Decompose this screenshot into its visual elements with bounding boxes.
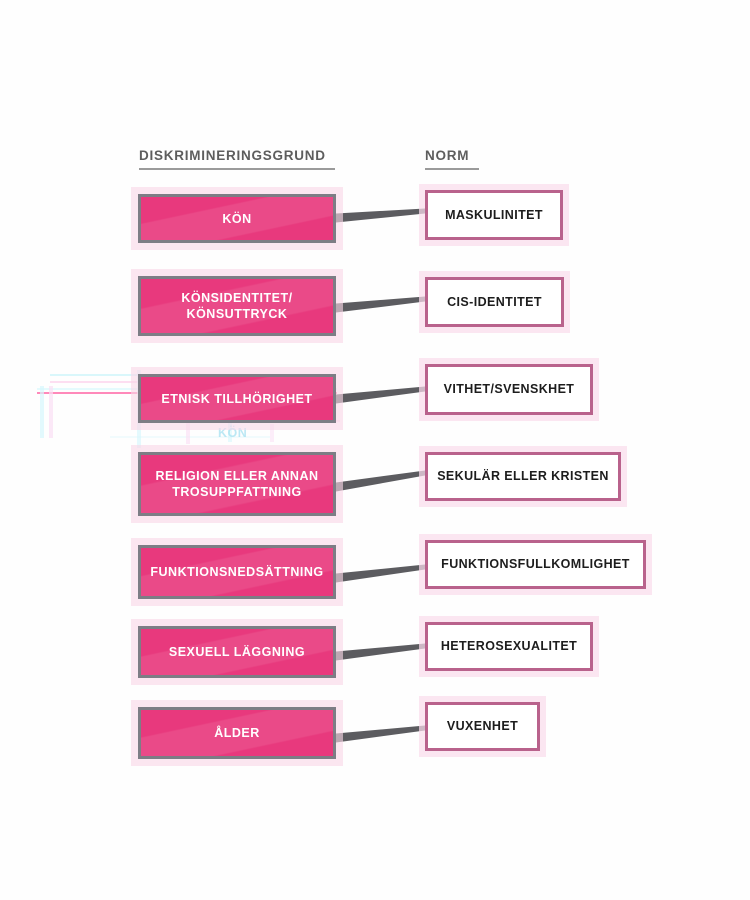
norm-box-label: SEKULÄR ELLER KRISTEN [437, 469, 609, 483]
norm-box-label: MASKULINITET [445, 207, 543, 222]
norm-box[interactable]: VUXENHET [425, 702, 540, 751]
column-header-diskrimineringsgrund-label: DISKRIMINERINGSGRUND [139, 148, 326, 163]
ghost-line-vertical [49, 386, 53, 438]
column-header-norm: NORM [425, 148, 479, 170]
connector-line [336, 564, 425, 583]
connector-line [336, 296, 425, 313]
grund-box[interactable]: FUNKTIONSNEDSÄTTNING [138, 545, 336, 599]
norm-box[interactable]: SEKULÄR ELLER KRISTEN [425, 452, 621, 501]
norm-box-label: FUNKTIONSFULLKOMLIGHET [441, 557, 630, 571]
connector-line [336, 643, 425, 661]
grund-box-label: FUNKTIONSNEDSÄTTNING [150, 565, 324, 579]
ghost-line-vertical [40, 386, 44, 438]
connector-line [336, 725, 425, 743]
column-header-norm-label: NORM [425, 148, 470, 163]
connector-line [336, 386, 425, 404]
grund-box[interactable]: SEXUELL LÄGGNING [138, 626, 336, 678]
connector-line [336, 208, 425, 223]
norm-box[interactable]: VITHET/SVENSKHET [425, 364, 593, 415]
column-header-diskrimineringsgrund: DISKRIMINERINGSGRUND [139, 148, 335, 170]
grund-box[interactable]: ÅLDER [138, 707, 336, 759]
norm-box-label: HETEROSEXUALITET [440, 639, 578, 653]
grund-box[interactable]: KÖN [138, 194, 336, 243]
grund-box[interactable]: KÖNSIDENTITET/KÖNSUTTRYCK [138, 276, 336, 336]
ghost-line-vertical [270, 424, 274, 442]
ghost-line-horizontal [110, 436, 270, 438]
connector-line [336, 470, 425, 492]
ghost-line-vertical [228, 420, 232, 442]
column-header-diskrimineringsgrund-underline [139, 168, 335, 170]
grund-box-label: SEXUELL LÄGGNING [168, 645, 306, 659]
grund-box-label: ETNISK TILLHÖRIGHET [161, 391, 313, 406]
grund-box-label: KÖN [222, 211, 252, 226]
norm-box[interactable]: CIS-IDENTITET [425, 277, 564, 327]
grund-box[interactable]: ETNISK TILLHÖRIGHET [138, 374, 336, 423]
norm-box-label: VITHET/SVENSKHET [443, 382, 575, 396]
norm-box[interactable]: MASKULINITET [425, 190, 563, 240]
norm-box-label: CIS-IDENTITET [447, 294, 542, 309]
norm-box-label: VUXENHET [446, 719, 519, 733]
grund-box-label: KÖNSIDENTITET/KÖNSUTTRYCK [181, 291, 293, 321]
ghost-text-kon: KÖN [218, 426, 248, 440]
norm-box[interactable]: HETEROSEXUALITET [425, 622, 593, 671]
grund-box-label: ÅLDER [214, 726, 260, 740]
norm-box[interactable]: FUNKTIONSFULLKOMLIGHET [425, 540, 646, 589]
column-header-norm-underline [425, 168, 479, 170]
